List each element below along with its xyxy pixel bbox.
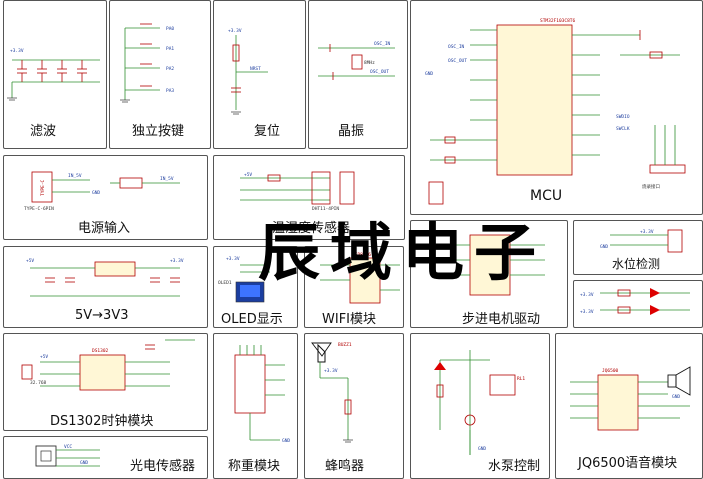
power-typec-label: TYPE-C-6PIN <box>24 206 54 212</box>
stepper-circuit <box>440 234 545 296</box>
keys-net-pa3: PA3 <box>166 88 174 94</box>
power-net-gnd: GND <box>92 190 100 196</box>
label-crystal: 晶振 <box>338 124 365 139</box>
oled-part-name: OLED1 <box>218 280 232 286</box>
label-stepper: 步进电机驱动 <box>462 312 541 327</box>
mcu-net-swclk: SWCLK <box>616 126 630 132</box>
module-keys <box>109 0 211 149</box>
mcu-net-gnd: GND <box>425 71 433 77</box>
mcu-circuit: STM32F103C8T6 OSC_IN OSC_OUT GND SWDIO S… <box>425 18 686 205</box>
rtc-crystal: 32.768 <box>30 380 47 386</box>
reset-circuit: +3.3V NRST <box>228 28 268 115</box>
label-mcu: MCU <box>530 188 563 204</box>
module-temp-hum <box>213 155 405 240</box>
module-power-in <box>3 155 208 240</box>
crystal-net-osc-in: OSC_IN <box>374 41 391 47</box>
label-buzzer: 蜂鸣器 <box>325 459 365 474</box>
label-oled: OLED显示 <box>221 312 283 327</box>
ldo-circuit: +5V +3.3V <box>26 258 184 297</box>
mcu-chip-name: STM32F103C8T6 <box>540 18 576 24</box>
mcu-net-swdio: SWDIO <box>616 114 630 120</box>
reset-net-33v: +3.3V <box>228 28 242 34</box>
ldo-net-5v: +5V <box>26 258 34 264</box>
mcu-download-label: 烧录接口 <box>642 183 660 190</box>
photo-net-vcc: VCC <box>64 444 72 450</box>
label-weight: 称重模块 <box>228 459 281 474</box>
weight-circuit: GND <box>234 345 290 444</box>
keys-circuit: PA0 PA1 PA2 PA3 <box>120 23 174 103</box>
label-voice: JQ6500语音模块 <box>578 456 678 471</box>
crystal-freq: 8MHz <box>364 60 375 66</box>
power-net-in5v: IN_5V <box>68 173 82 179</box>
label-reset: 复位 <box>254 124 281 139</box>
power-net-in5v-2: IN_5V <box>160 176 174 182</box>
module-crystal <box>308 0 408 149</box>
temp-hum-circuit: +5V DHT11-4PIN <box>240 171 355 212</box>
mcu-net-osc-out: OSC_OUT <box>448 58 467 64</box>
water-net-33v: +3.3V <box>640 229 654 235</box>
label-ldo: 5V→3V3 <box>75 308 129 323</box>
led-net-33v-2: +3.3V <box>580 309 594 315</box>
rtc-net-5v: +5V <box>40 354 48 360</box>
buzzer-circuit: BUZZ1 +3.3V <box>311 342 353 443</box>
led-circuit: +3.3V +3.3V <box>580 288 690 315</box>
module-pump <box>410 333 550 479</box>
label-pump: 水泵控制 <box>488 459 541 474</box>
water-level-circuit: +3.3V GND <box>600 229 683 253</box>
label-power-in: 电源输入 <box>78 221 131 236</box>
led-net-33v: +3.3V <box>580 292 594 298</box>
reset-net-nrst: NRST <box>250 66 261 72</box>
buzzer-part: BUZZ1 <box>338 342 352 348</box>
module-led <box>573 280 703 328</box>
module-water-level <box>573 220 703 275</box>
photo-net-gnd: GND <box>80 460 88 466</box>
keys-net-pa2: PA2 <box>166 66 174 72</box>
filter-net-33v: +3.3V <box>10 48 24 54</box>
label-water-level: 水位检测 <box>612 257 661 271</box>
weight-net-gnd: GND <box>282 438 290 444</box>
module-filter <box>3 0 107 149</box>
temp-dht-name: DHT11-4PIN <box>312 206 339 212</box>
rtc-circuit: DS1302 32.768 +5V <box>21 339 195 391</box>
filter-circuit: +3.3V <box>7 48 100 101</box>
label-filter: 滤波 <box>30 124 57 139</box>
power-typec-name: TYPE-C <box>40 179 46 196</box>
label-photo: 光电传感器 <box>130 459 196 474</box>
module-weight <box>213 333 298 479</box>
crystal-circuit: OSC_IN OSC_OUT 8MHz <box>318 41 395 80</box>
mcu-net-osc-in: OSC_IN <box>448 44 465 50</box>
photo-circuit: VCC GND <box>35 444 100 467</box>
oled-circuit: +3.3V OLED1 <box>218 256 270 303</box>
wifi-esp-name: ESP8266 <box>352 252 371 258</box>
label-temp-hum: 温湿度传感器 <box>272 221 351 236</box>
label-keys: 独立按键 <box>132 124 185 139</box>
module-buzzer <box>304 333 404 479</box>
module-ldo <box>3 246 208 328</box>
pump-circuit: RL1 GND <box>434 350 525 455</box>
voice-net-gnd: GND <box>672 394 680 400</box>
module-rtc <box>3 333 208 431</box>
ldo-net-33v: +3.3V <box>170 258 184 264</box>
label-rtc: DS1302时钟模块 <box>50 414 154 429</box>
keys-net-pa0: PA0 <box>166 26 174 32</box>
power-in-circuit: TYPE-C TYPE-C-6PIN IN_5V GND IN_5V <box>24 171 180 212</box>
watermark-text: 辰域电子 <box>258 216 547 289</box>
label-wifi: WIFI模块 <box>322 312 376 327</box>
temp-net-5v: +5V <box>244 172 252 178</box>
rtc-chip-name: DS1302 <box>92 348 109 354</box>
water-net-gnd: GND <box>600 244 608 250</box>
module-photo <box>3 436 208 479</box>
wifi-circuit: ESP8266 <box>320 252 400 304</box>
voice-circuit: JQ6500 GND <box>570 366 691 431</box>
pump-net-gnd: GND <box>478 446 486 452</box>
crystal-net-osc-out: OSC_OUT <box>370 69 389 75</box>
oled-net-33v: +3.3V <box>226 256 240 262</box>
voice-chip-name: JQ6500 <box>602 368 619 374</box>
module-reset <box>213 0 306 149</box>
keys-net-pa1: PA1 <box>166 46 174 52</box>
buzzer-net-33v: +3.3V <box>324 368 338 374</box>
pump-relay: RL1 <box>517 376 525 382</box>
